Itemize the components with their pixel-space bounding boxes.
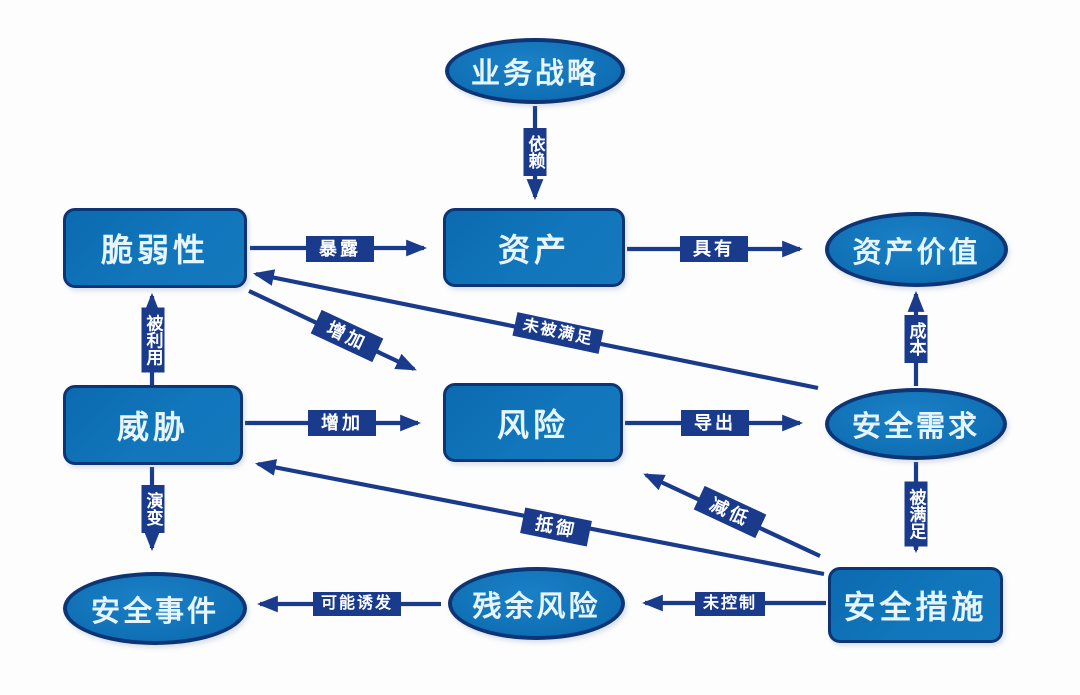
node-security-requirement-label: 安全需求	[851, 411, 980, 443]
node-residual-risk: 残余风险	[448, 567, 625, 640]
edge-label-satisfied-by: 被满足	[904, 481, 928, 547]
node-asset: 资产	[443, 208, 625, 287]
edge-label-derives: 导出	[681, 410, 749, 436]
node-vulnerability-label: 脆弱性	[100, 232, 209, 268]
edge-label-uncontrolled: 未控制	[694, 592, 766, 616]
edge-label-cost: 成本	[904, 315, 928, 363]
edge-label-depends: 依赖	[523, 128, 547, 176]
node-security-requirement: 安全需求	[825, 388, 1007, 460]
node-security-incident-label: 安全事件	[90, 595, 219, 628]
node-security-measure: 安全措施	[828, 567, 1003, 643]
edge-label-increases: 增加	[308, 410, 376, 436]
edge-label-may-trigger: 可能诱发	[312, 592, 402, 616]
node-risk-label: 风险	[496, 406, 569, 443]
node-business-strategy-label: 业务战略	[470, 58, 599, 90]
edge-label-evolves: 演变	[141, 485, 165, 533]
edge-label-exposes: 暴露	[306, 236, 374, 262]
node-vulnerability: 脆弱性	[63, 208, 247, 288]
node-asset-value: 资产价值	[825, 212, 1008, 287]
node-residual-risk-label: 残余风险	[472, 590, 601, 623]
node-asset-label: 资产	[497, 231, 570, 268]
node-asset-value-label: 资产价值	[852, 236, 981, 269]
edge-label-exploited-by: 被利用	[141, 307, 165, 373]
node-security-measure-label: 安全措施	[843, 589, 988, 625]
node-risk: 风险	[443, 383, 623, 462]
node-threat-label: 威胁	[116, 409, 189, 445]
node-business-strategy: 业务战略	[445, 38, 625, 104]
edge-label-has: 具有	[680, 236, 748, 262]
node-security-incident: 安全事件	[63, 572, 247, 645]
node-threat: 威胁	[63, 385, 243, 465]
